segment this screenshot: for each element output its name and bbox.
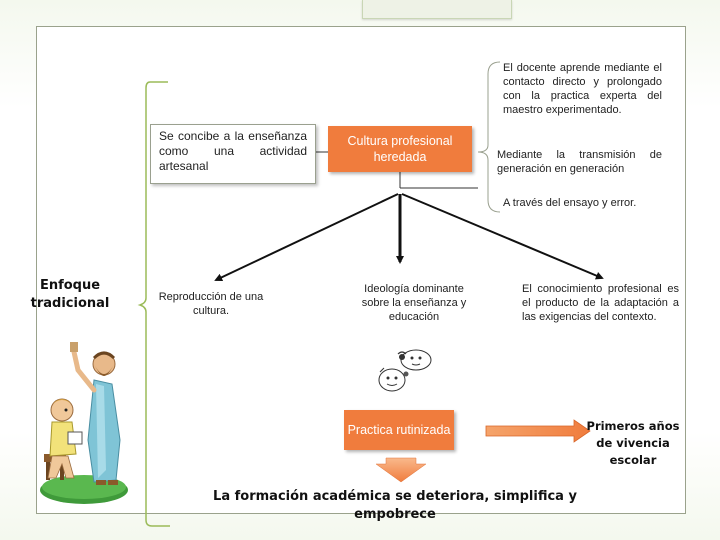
box-practica-text: Practica rutinizada [347,423,451,437]
box-cultura-text: Cultura profesional heredada [347,134,453,164]
orange-arrow-down [375,457,427,483]
slide-top-tab [362,0,512,19]
thinking-faces-clipart [378,349,432,392]
box-cultura: Cultura profesional heredada [328,126,472,172]
note-ensayo: A través del ensayo y error. [503,197,637,209]
node-conocimiento: El conocimiento profesional es el produc… [522,283,679,323]
primeros-label: Primeros años de vivencia escolar [586,419,680,467]
orange-arrow-right [485,419,591,443]
node-ideologia: Ideología dominante sobre la enseñanza y… [361,283,467,323]
arrow-conocimiento [401,193,604,280]
enfoque-label: Enfoque tradicional [30,278,110,311]
note-transmision: Mediante la transmisión de generación en… [497,149,662,175]
teacher-student-illustration [40,342,128,504]
arrow-reproduccion [214,193,399,282]
curly-bracket [137,81,170,527]
note-docente: El docente aprende mediante el contacto … [503,62,662,116]
node-reproduccion: Reproducción de una cultura. [158,291,264,317]
box-concibe: Se concibe a la enseñanza como una activ… [150,124,316,184]
notes-brace [477,61,501,213]
box-practica: Practica rutinizada [344,410,454,450]
conclusion-text: La formación académica se deteriora, sim… [213,489,577,522]
box-concibe-text: Se concibe a la enseñanza como una activ… [159,129,307,173]
